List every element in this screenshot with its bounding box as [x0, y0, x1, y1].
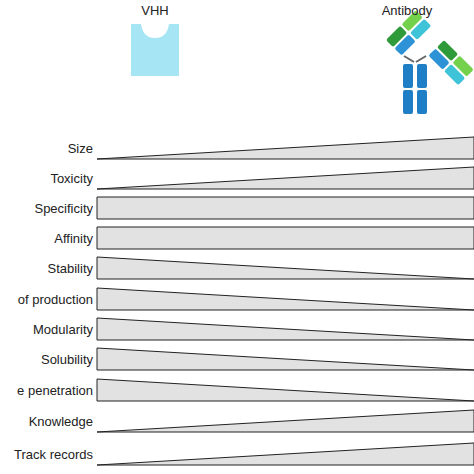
comparison-wedge — [97, 379, 474, 401]
row-label: Specificity — [34, 201, 93, 216]
row-label: of production — [18, 292, 93, 307]
comparison-wedge — [97, 410, 474, 432]
row-label: Toxicity — [50, 171, 93, 186]
comparison-wedge — [97, 257, 474, 279]
comparison-wedge — [97, 348, 474, 370]
row-label: Affinity — [54, 231, 93, 246]
row-label: Knowledge — [29, 414, 93, 429]
column-header: VHH — [141, 3, 168, 18]
comparison-wedge — [97, 227, 474, 249]
comparison-wedge — [97, 288, 474, 310]
comparison-wedge — [97, 137, 474, 159]
column-header: Antibody — [382, 3, 433, 18]
row-label: Modularity — [33, 322, 93, 337]
row-label: Solubility — [41, 352, 93, 367]
row-label: e penetration — [17, 383, 93, 398]
comparison-wedge — [97, 197, 474, 219]
antibody-icon — [386, 10, 474, 114]
vhh-fragment — [131, 24, 179, 76]
comparison-wedge — [97, 318, 474, 340]
comparison-wedge — [97, 443, 474, 465]
comparison-wedge — [97, 167, 474, 189]
row-label: Size — [68, 141, 93, 156]
row-label: Stability — [47, 261, 93, 276]
row-label: Track records — [14, 447, 93, 462]
